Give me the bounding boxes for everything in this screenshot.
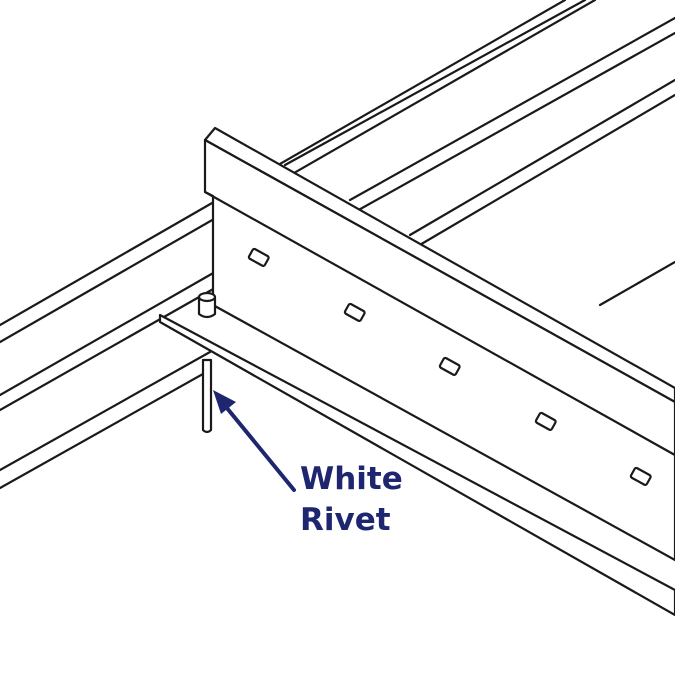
cross-tee-right — [408, 78, 675, 307]
callout-arrow — [213, 390, 296, 492]
callout-label-line1: White — [300, 461, 403, 497]
callout-label-line2: Rivet — [300, 502, 391, 538]
beam-slots — [247, 247, 652, 486]
main-beam — [158, 126, 675, 617]
cross-tee-upper — [0, 0, 675, 412]
cross-tee-lower — [0, 350, 212, 490]
white-rivet — [197, 291, 217, 434]
